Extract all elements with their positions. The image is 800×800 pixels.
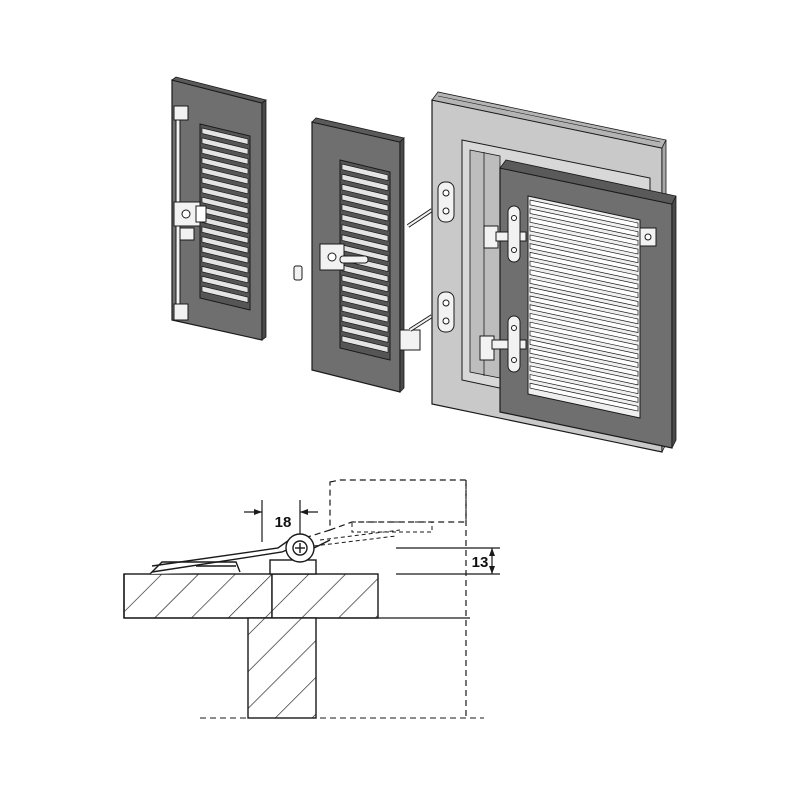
frame-section [271, 573, 379, 619]
louver-slat [341, 173, 389, 192]
louver-slat [341, 224, 389, 242]
dimension-hinge-gap [244, 500, 318, 542]
louver-slat [341, 204, 389, 222]
louver-slat [529, 217, 639, 246]
louver-slat [341, 315, 389, 333]
middle-shutter-hinge [399, 314, 434, 351]
louver-slat [529, 382, 639, 412]
louver-slat [201, 265, 249, 284]
louver-slat [529, 234, 639, 264]
louver-slat [341, 234, 389, 252]
louver-slat [201, 285, 249, 303]
louver-slat [529, 251, 639, 281]
louver-slat [341, 183, 389, 202]
middle-shutter-panel [311, 117, 434, 393]
mounted-shutter-latch [639, 227, 657, 247]
louver-slat [529, 269, 639, 299]
mounted-shutter-slats [529, 199, 639, 412]
louver-slat [201, 147, 249, 165]
louver-slat [529, 356, 639, 386]
louver-slat [201, 246, 249, 264]
louver-slat [201, 275, 249, 294]
mounted-hinge-lower [479, 315, 527, 373]
louver-slat [529, 243, 639, 272]
louver-slat [529, 304, 639, 333]
louver-slat [529, 225, 639, 255]
louver-slat [529, 374, 639, 403]
louver-slat [529, 347, 639, 377]
mounted-shutter-panel [479, 159, 677, 449]
louver-slat [341, 335, 389, 353]
louver-slat [341, 295, 389, 313]
louver-slat [201, 137, 249, 155]
upper-hinge-pin [406, 208, 434, 228]
frame-hinge-plate-upper [437, 181, 455, 223]
exploded-view [171, 76, 677, 453]
wall-post-section [247, 617, 317, 719]
middle-shutter-slats [341, 163, 389, 353]
louver-slat [529, 286, 639, 316]
louver-slat [341, 163, 389, 182]
louver-slat [341, 325, 389, 343]
hinge-section-drawing [123, 479, 500, 720]
louver-slat [201, 186, 249, 205]
middle-shutter-lock [319, 243, 369, 271]
left-shutter-center-lock [173, 201, 207, 241]
louver-slat [529, 365, 639, 395]
frame-hinge-plate-lower [437, 291, 455, 333]
louver-slat [201, 127, 249, 145]
louver-slat [201, 256, 249, 274]
louver-slat [529, 330, 639, 360]
louver-slat [341, 214, 389, 232]
louver-slat [529, 313, 639, 342]
louver-slat [341, 274, 389, 293]
louver-slat [201, 176, 249, 195]
louver-slat [201, 226, 249, 244]
louver-slat [529, 295, 639, 325]
louver-slat [529, 339, 639, 368]
shutter-section [123, 573, 273, 619]
louver-slat [529, 321, 639, 351]
dimension-label-hinge-height: 13 [472, 554, 489, 571]
dimension-label-hinge-gap: 18 [275, 514, 292, 531]
louver-slat [529, 199, 639, 229]
louver-slat [341, 305, 389, 323]
louver-slat [201, 236, 249, 254]
louver-slat [201, 157, 249, 175]
left-shutter-panel [171, 76, 267, 341]
left-shutter-slats [201, 127, 249, 303]
louver-slat [341, 193, 389, 212]
mounted-hinge-upper [483, 205, 527, 263]
louver-slat [529, 260, 639, 290]
open-shutter-outline [297, 479, 467, 720]
hinge-leaf [149, 533, 331, 575]
dimension-hinge-height [396, 547, 500, 575]
louver-slat [341, 284, 389, 303]
catch-piece [293, 265, 303, 281]
louver-slat [201, 196, 249, 215]
louver-slat [529, 278, 639, 307]
louver-slat [529, 208, 639, 237]
louver-slat [201, 167, 249, 185]
